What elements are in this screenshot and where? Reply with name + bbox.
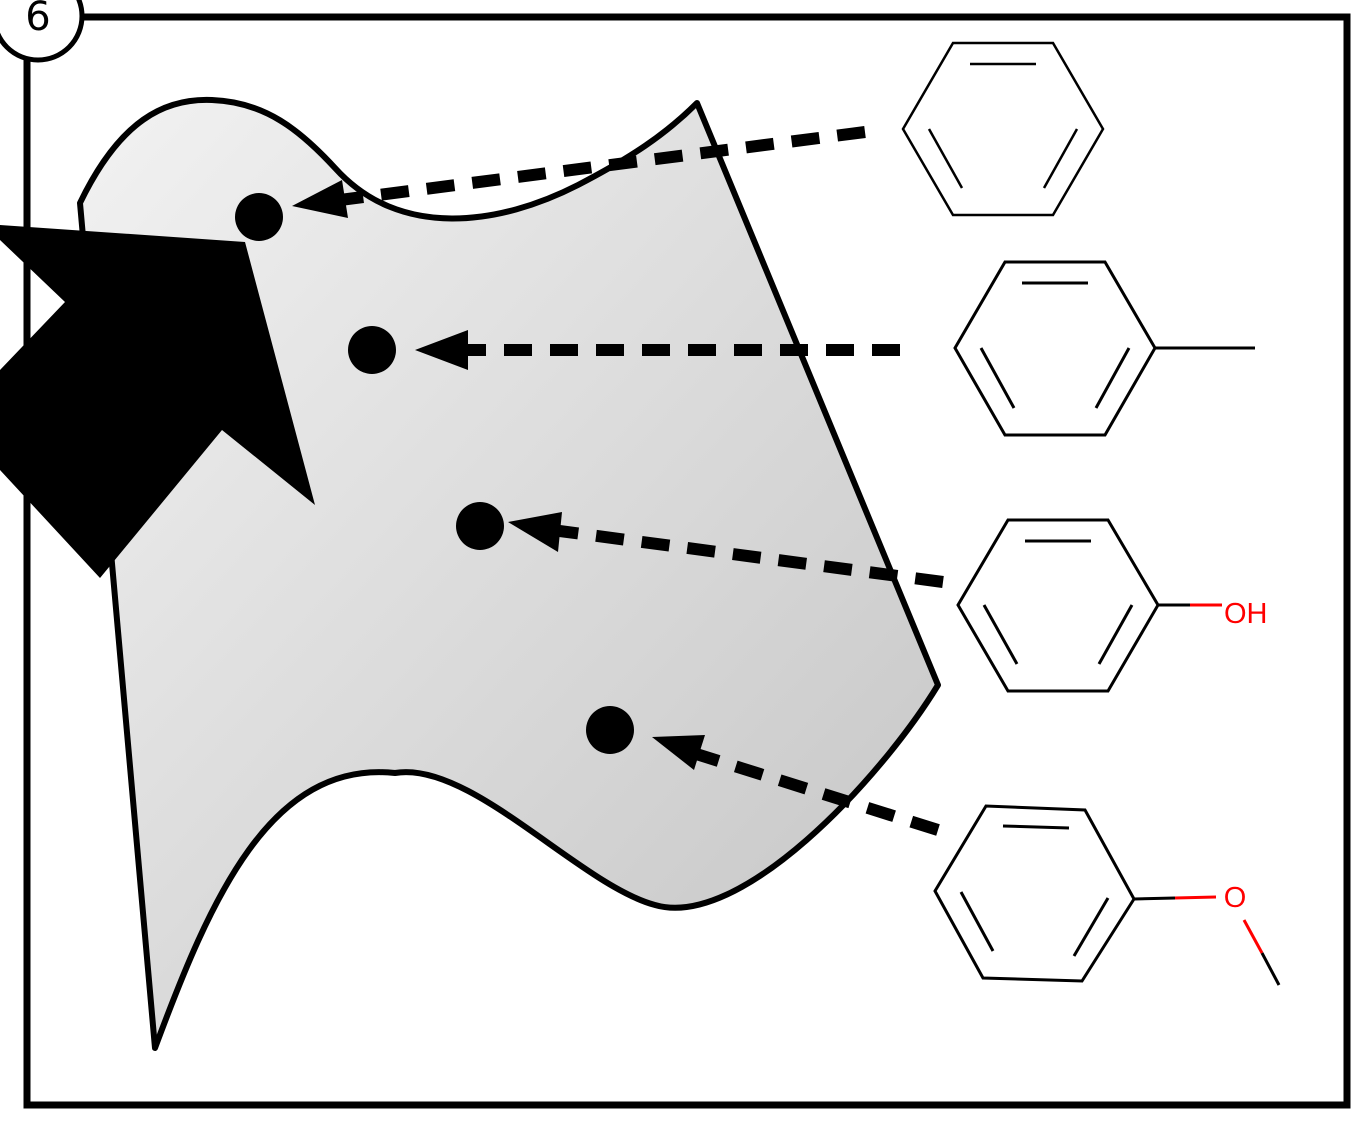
dashed-arrow-icon: [292, 126, 866, 218]
molecule-benzene: [901, 41, 1105, 217]
binding-site-dot: [456, 502, 504, 550]
molecule-anisole: [933, 804, 1281, 986]
binding-site-dot: [348, 326, 396, 374]
molecule-toluene: [953, 260, 1255, 437]
dashed-arrow-icon: [652, 735, 940, 836]
binding-site-dot: [586, 706, 634, 754]
panel-number: 6: [25, 0, 50, 40]
large-arrow-icon: [0, 225, 315, 578]
binding-surface: [77, 96, 941, 1051]
hydroxyl-label: OH: [1224, 598, 1268, 630]
dashed-arrow-icon: [415, 330, 900, 370]
dashed-arrow-icon: [508, 512, 944, 588]
panel-number-badge: 6: [0, 0, 85, 63]
panel-frame: [23, 13, 1351, 1109]
molecule-phenol: [956, 518, 1222, 693]
binding-site-dot: [235, 193, 283, 241]
methoxy-oxygen-label: O: [1224, 882, 1247, 914]
